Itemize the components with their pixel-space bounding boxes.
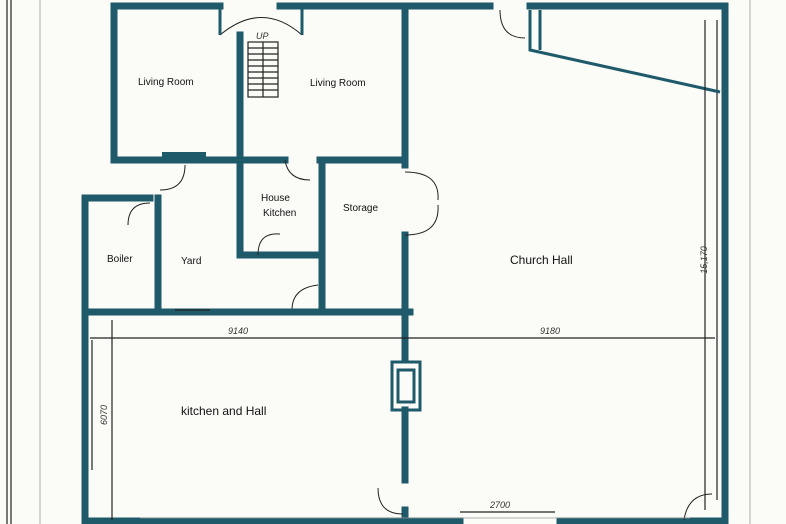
house-wall	[218, 6, 304, 35]
room-label-yard: Yard	[181, 256, 202, 267]
room-label-house-kitchen: House	[261, 193, 290, 204]
stair-up-label: UP	[256, 31, 269, 41]
room-label-living-room-left: Living Room	[138, 77, 194, 88]
window	[162, 152, 206, 161]
room-label-boiler: Boiler	[107, 254, 133, 265]
door-swing	[159, 164, 186, 191]
dimension-label-depth: 15,170	[698, 246, 709, 274]
dimension-label-right-width: 9180	[540, 326, 561, 336]
ramp-line	[528, 10, 721, 94]
room-label-living-room-right: Living Room	[310, 78, 366, 89]
dimension-label-kitchen-depth: 6070	[99, 404, 110, 426]
dimension-label-left-width: 9140	[228, 326, 249, 336]
door-swing	[404, 171, 439, 236]
room-label-house-kitchen: Kitchen	[263, 208, 297, 219]
door-swing	[683, 493, 713, 521]
door-swing	[377, 487, 404, 515]
door-swing	[291, 284, 319, 311]
door-swing	[219, 17, 303, 36]
door-swing	[127, 202, 151, 226]
column	[396, 368, 416, 404]
door-swing	[257, 159, 311, 256]
room-label-kitchen-and-hall: kitchen and Hall	[181, 404, 267, 418]
room-label-church-hall: Church Hall	[510, 253, 573, 267]
kitchen-wall	[236, 161, 322, 259]
room-label-storage: Storage	[343, 203, 379, 214]
door-swing	[499, 9, 526, 39]
staircase	[247, 41, 279, 98]
dimension-label-door-width: 2700	[490, 500, 511, 510]
